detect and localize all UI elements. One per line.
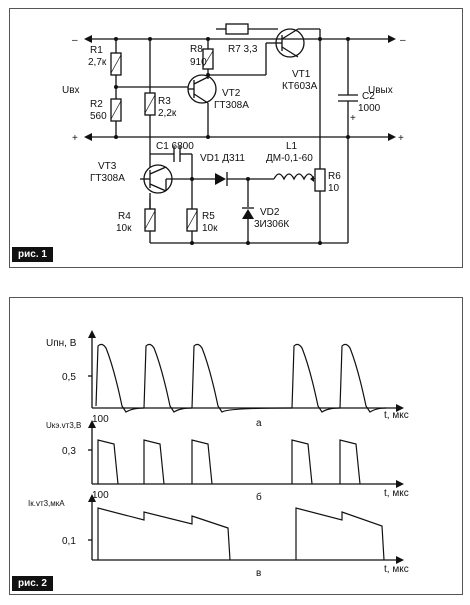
top-rail-left-arrow [84, 35, 92, 43]
r2-value: 560 [90, 111, 107, 122]
r2-name: R2 [90, 99, 103, 110]
l1-name: L1 [286, 141, 298, 152]
chart-a-pulse-4 [291, 343, 341, 413]
r7-name: R7 3,3 [228, 44, 258, 55]
vd2-diode [242, 209, 254, 219]
chart-b-ylabel: Uкэ.vт3,В [46, 421, 81, 430]
chart-c-burst-1 [97, 507, 231, 561]
r4-value: 10к [116, 223, 132, 234]
r8-value: 910 [190, 57, 207, 68]
chart-a-xtick: 100 [92, 414, 109, 425]
vt1-name: VT1 [292, 69, 311, 80]
r4-name: R4 [118, 211, 131, 222]
vt2-name: VT2 [222, 88, 241, 99]
vt1-value: КТ603А [282, 81, 318, 92]
chart-a-ylabel: Uпн, В [46, 338, 77, 349]
chart-a-pulse-1 [95, 343, 145, 413]
chart-a-letter: а [256, 418, 262, 429]
chart-b-letter: б [256, 491, 262, 503]
c2-plus: + [350, 113, 356, 124]
r6-resistor [314, 168, 326, 192]
vt3-value: ГТ308А [90, 173, 125, 184]
minus-left: – [72, 35, 78, 46]
vd1-name: VD1 Д311 [200, 153, 245, 164]
vd2-value: 3И306К [254, 219, 289, 230]
chart-a-pulse-3 [191, 343, 293, 413]
chart-a-xunit: t, мкс [384, 410, 409, 421]
vt3-name: VT3 [98, 161, 117, 172]
top-rail-right-arrow [388, 35, 396, 43]
chart-c-letter: в [256, 568, 261, 579]
r5-name: R5 [202, 211, 215, 222]
chart-c-ytick: 0,1 [62, 536, 76, 547]
plus-rail-right-arrow [388, 133, 396, 141]
r6-name: R6 [328, 171, 341, 182]
r7-resistor [225, 23, 249, 35]
r1-value: 2,7к [88, 57, 107, 68]
r3-value: 2,2к [158, 108, 177, 119]
schematic-panel: – – + + Uвх Uвых R1 2,7к R2 560 R3 2,2к … [9, 8, 463, 268]
chart-c-ylabel: Iк.vт3,мкА [28, 499, 65, 508]
chart-b-pulses [97, 439, 361, 485]
fig2-caption: рис. 2 [12, 576, 53, 591]
chart-a-pulse-2 [143, 343, 193, 413]
c2-value: 1000 [358, 103, 381, 114]
chart-b-ytick: 0,3 [62, 446, 76, 457]
chart-b-xtick: 100 [92, 490, 109, 501]
r1-name: R1 [90, 45, 103, 56]
vd1-diode [215, 173, 226, 185]
uin-label: Uвх [62, 85, 80, 96]
chart-b-xunit: t, мкс [384, 488, 409, 499]
l1-value: ДМ-0,1-60 [266, 153, 313, 164]
chart-c-burst-2 [295, 507, 385, 561]
waveform-panel: Uпн, В 0,5 100 t, мкс а Uкэ.vт3,В 0,3 10… [9, 297, 463, 595]
l1-inductor [273, 173, 315, 181]
minus-right: – [400, 35, 406, 46]
vd2-name: VD2 [260, 207, 280, 218]
r6-value: 10 [328, 183, 340, 194]
vt2-value: ГТ308А [214, 100, 249, 111]
c2-name: C2 [362, 91, 375, 102]
plus-left: + [72, 133, 78, 144]
chart-c-xunit: t, мкс [384, 564, 409, 575]
r8-name: R8 [190, 44, 203, 55]
r3-name: R3 [158, 96, 171, 107]
waveform-charts: Uпн, В 0,5 100 t, мкс а Uкэ.vт3,В 0,3 10… [28, 330, 409, 579]
uout-label: Uвых [368, 85, 393, 96]
schematic-diagram: – – + + Uвх Uвых R1 2,7к R2 560 R3 2,2к … [62, 23, 406, 245]
chart-a-ytick: 0,5 [62, 372, 76, 383]
plus-right: + [398, 133, 404, 144]
plus-rail-left-arrow [84, 133, 92, 141]
r5-value: 10к [202, 223, 218, 234]
fig1-caption: рис. 1 [12, 247, 53, 262]
c1-name: C1 6800 [156, 141, 194, 152]
chart-a-pulse-5 [339, 343, 387, 413]
